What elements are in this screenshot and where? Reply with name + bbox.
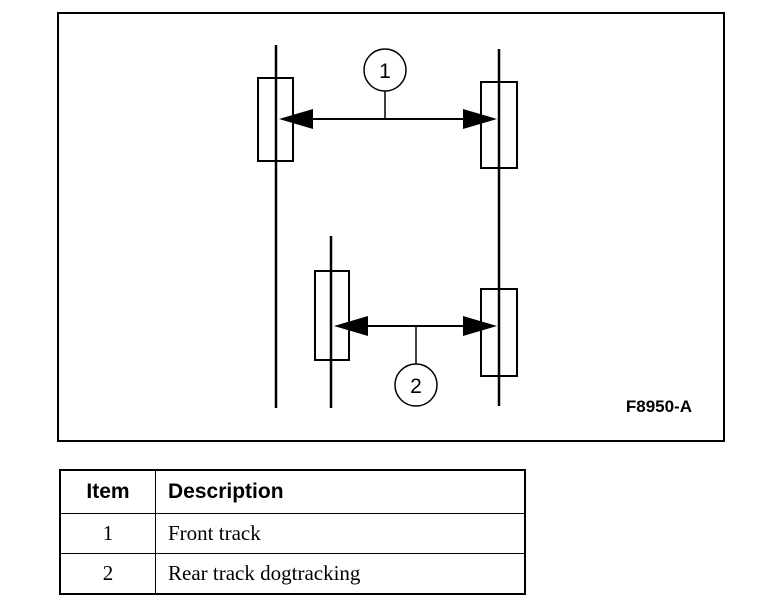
rear-track-arrowhead-right: [463, 316, 497, 336]
callout-1-circle: [363, 48, 407, 92]
rear-track-arrowhead-left: [334, 316, 368, 336]
track-diagram: 1 2 F8950-A: [57, 12, 725, 442]
legend-row: 2 Rear track dogtracking: [59, 553, 526, 595]
figure-id: F8950-A: [626, 397, 692, 416]
legend-table: Item Description 1 Front track 2 Rear tr…: [59, 469, 526, 595]
legend-header-description: Description: [155, 469, 526, 514]
diagram-frame: [57, 12, 725, 442]
legend-header-row: Item Description: [59, 469, 526, 514]
legend-item-description: Front track: [155, 513, 526, 554]
callout-2-number: 2: [410, 375, 422, 398]
legend-row: 1 Front track: [59, 513, 526, 554]
legend-item-number: 1: [59, 513, 156, 554]
callout-1-number: 1: [379, 60, 391, 83]
legend-item-description: Rear track dogtracking: [155, 553, 526, 595]
front-track-arrowhead-left: [279, 109, 313, 129]
legend-header-item: Item: [59, 469, 156, 514]
front-track-arrowhead-right: [463, 109, 497, 129]
callout-2-circle: [394, 363, 438, 407]
legend-item-number: 2: [59, 553, 156, 595]
